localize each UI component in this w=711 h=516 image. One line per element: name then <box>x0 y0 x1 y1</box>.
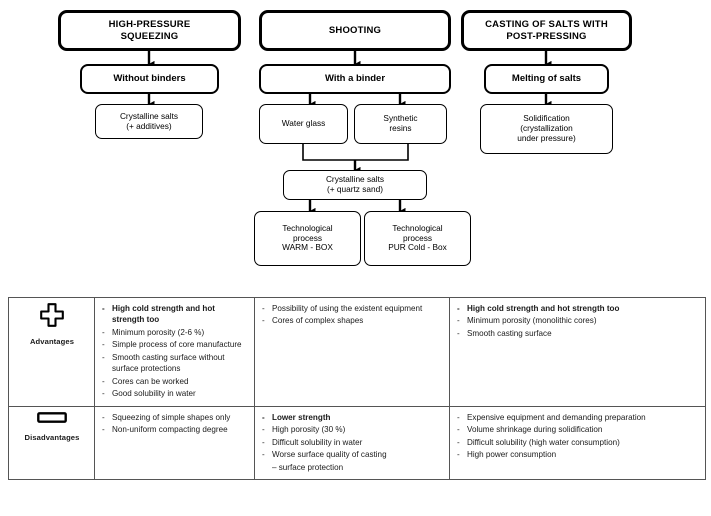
minus-icon <box>15 411 89 426</box>
table-cell: Possibility of using the existent equipm… <box>254 297 450 407</box>
flow-node-crystalline-salts-additives[interactable]: Crystalline salts (+ additives) <box>95 104 203 139</box>
list-item: Difficult solubility (high water consump… <box>456 437 700 449</box>
flow-node-synthetic-resins[interactable]: Synthetic resins <box>354 104 447 144</box>
flow-node-label: process <box>292 232 323 243</box>
bullet-list: Expensive equipment and demanding prepar… <box>456 412 700 461</box>
bullet-list: High cold strength and hot strength tooM… <box>101 303 249 400</box>
flow-node-shooting[interactable]: SHOOTING <box>259 10 451 51</box>
bullet-list: High cold strength and hot strength tooM… <box>456 303 700 340</box>
list-item: Non-uniform compacting degree <box>101 424 249 436</box>
list-item: Minimum porosity (monolithic cores) <box>456 315 700 327</box>
list-item: High porosity (30 %) <box>261 424 444 436</box>
flow-node-label: Melting of salts <box>511 73 582 85</box>
flow-node-label: (+ additives) <box>126 120 172 131</box>
flow-node-melting-of-salts[interactable]: Melting of salts <box>484 64 609 94</box>
table-row: Advantages High cold strength and hot str… <box>8 297 706 407</box>
list-item: Smooth casting surface <box>456 328 700 340</box>
row-label-text: Advantages <box>29 337 75 347</box>
flow-node-label: Synthetic <box>383 113 418 124</box>
list-item: Squeezing of simple shapes only <box>101 412 249 424</box>
list-item: High power consumption <box>456 449 700 461</box>
flow-node-label: (+ quartz sand) <box>326 184 384 194</box>
list-item: Cores of complex shapes <box>261 315 444 327</box>
row-label-text: Disadvantages <box>24 433 80 443</box>
bullet-list: Lower strengthHigh porosity (30 %)Diffic… <box>261 412 444 473</box>
flow-node-label: Technological <box>282 222 333 233</box>
flow-node-label: under pressure) <box>517 132 576 143</box>
list-item: Lower strength <box>261 412 444 424</box>
list-item: High cold strength and hot strength too <box>456 303 700 315</box>
flow-node-label: HIGH-PRESSURE <box>108 19 191 31</box>
list-item: High cold strength and hot strength too <box>101 303 249 326</box>
flow-node-label: Solidification <box>523 113 570 124</box>
list-item: Volume shrinkage during solidification <box>456 424 700 436</box>
flow-node-technological-process-warm-box[interactable]: Technological process WARM - BOX <box>254 211 361 266</box>
flow-node-label: Technological <box>392 222 443 233</box>
process-flowchart: HIGH-PRESSURE SQUEEZING Without binders … <box>58 10 632 266</box>
plus-icon <box>15 303 89 330</box>
list-item: Smooth casting surface without surface p… <box>101 352 249 375</box>
table-cell: High cold strength and hot strength tooM… <box>94 297 255 407</box>
table-row: Disadvantages Squeezing of simple shapes … <box>8 405 706 481</box>
flow-node-label: Crystalline salts <box>119 110 179 121</box>
flow-node-label: With a binder <box>324 73 386 85</box>
flow-node-without-binders[interactable]: Without binders <box>80 64 219 94</box>
flow-node-technological-process-pur-cold-box[interactable]: Technological process PUR Cold - Box <box>364 211 471 266</box>
list-item: Simple process of core manufacture <box>101 339 249 351</box>
table-cell: Lower strengthHigh porosity (30 %)Diffic… <box>254 405 450 481</box>
flow-node-label: WARM - BOX <box>282 242 333 253</box>
flow-node-label: POST-PRESSING <box>506 30 587 42</box>
flow-node-casting-of-salts-with-post-pressing[interactable]: CASTING OF SALTS WITH POST-PRESSING <box>461 10 632 51</box>
flow-node-water-glass[interactable]: Water glass <box>259 104 348 144</box>
row-label-cell: Disadvantages <box>8 405 95 481</box>
flow-node-label: Crystalline salts <box>325 174 385 185</box>
list-item: Cores can be worked <box>101 376 249 388</box>
list-item: Worse surface quality of casting <box>261 449 444 461</box>
bullet-list: Possibility of using the existent equipm… <box>261 303 444 327</box>
list-item: Minimum porosity (2-6 %) <box>101 327 249 339</box>
flow-node-label: process <box>402 232 433 243</box>
flow-node-label: CASTING OF SALTS WITH <box>485 19 608 31</box>
list-item: Good solubility in water <box>101 388 249 400</box>
list-item: Difficult solubility in water <box>261 437 444 449</box>
bullet-list: Squeezing of simple shapes onlyNon-unifo… <box>101 412 249 436</box>
list-item: Possibility of using the existent equipm… <box>261 303 444 315</box>
flow-node-label: Without binders <box>113 73 186 85</box>
flow-node-solidification[interactable]: Solidification (crystallization under pr… <box>480 104 613 154</box>
flow-node-label: Water glass <box>281 118 326 129</box>
row-label-cell: Advantages <box>8 297 95 407</box>
flow-node-high-pressure-squeezing[interactable]: HIGH-PRESSURE SQUEEZING <box>58 10 241 51</box>
table-cell: Expensive equipment and demanding prepar… <box>449 405 706 481</box>
flow-node-label: PUR Cold - Box <box>388 242 447 253</box>
advantages-disadvantages-table: Advantages High cold strength and hot str… <box>8 297 706 481</box>
flow-node-label: SQUEEZING <box>120 30 179 42</box>
list-item: – surface protection <box>272 462 344 472</box>
list-item: Expensive equipment and demanding prepar… <box>456 412 700 424</box>
flow-node-label: SHOOTING <box>328 24 382 36</box>
table-cell: Squeezing of simple shapes onlyNon-unifo… <box>94 405 255 481</box>
flow-node-label: resins <box>389 123 412 133</box>
table-cell: High cold strength and hot strength tooM… <box>449 297 706 407</box>
flow-node-crystalline-salts-quartz-sand[interactable]: Crystalline salts (+ quartz sand) <box>283 170 427 200</box>
flow-node-label: (crystallization <box>520 123 573 134</box>
flow-node-with-a-binder[interactable]: With a binder <box>259 64 451 94</box>
